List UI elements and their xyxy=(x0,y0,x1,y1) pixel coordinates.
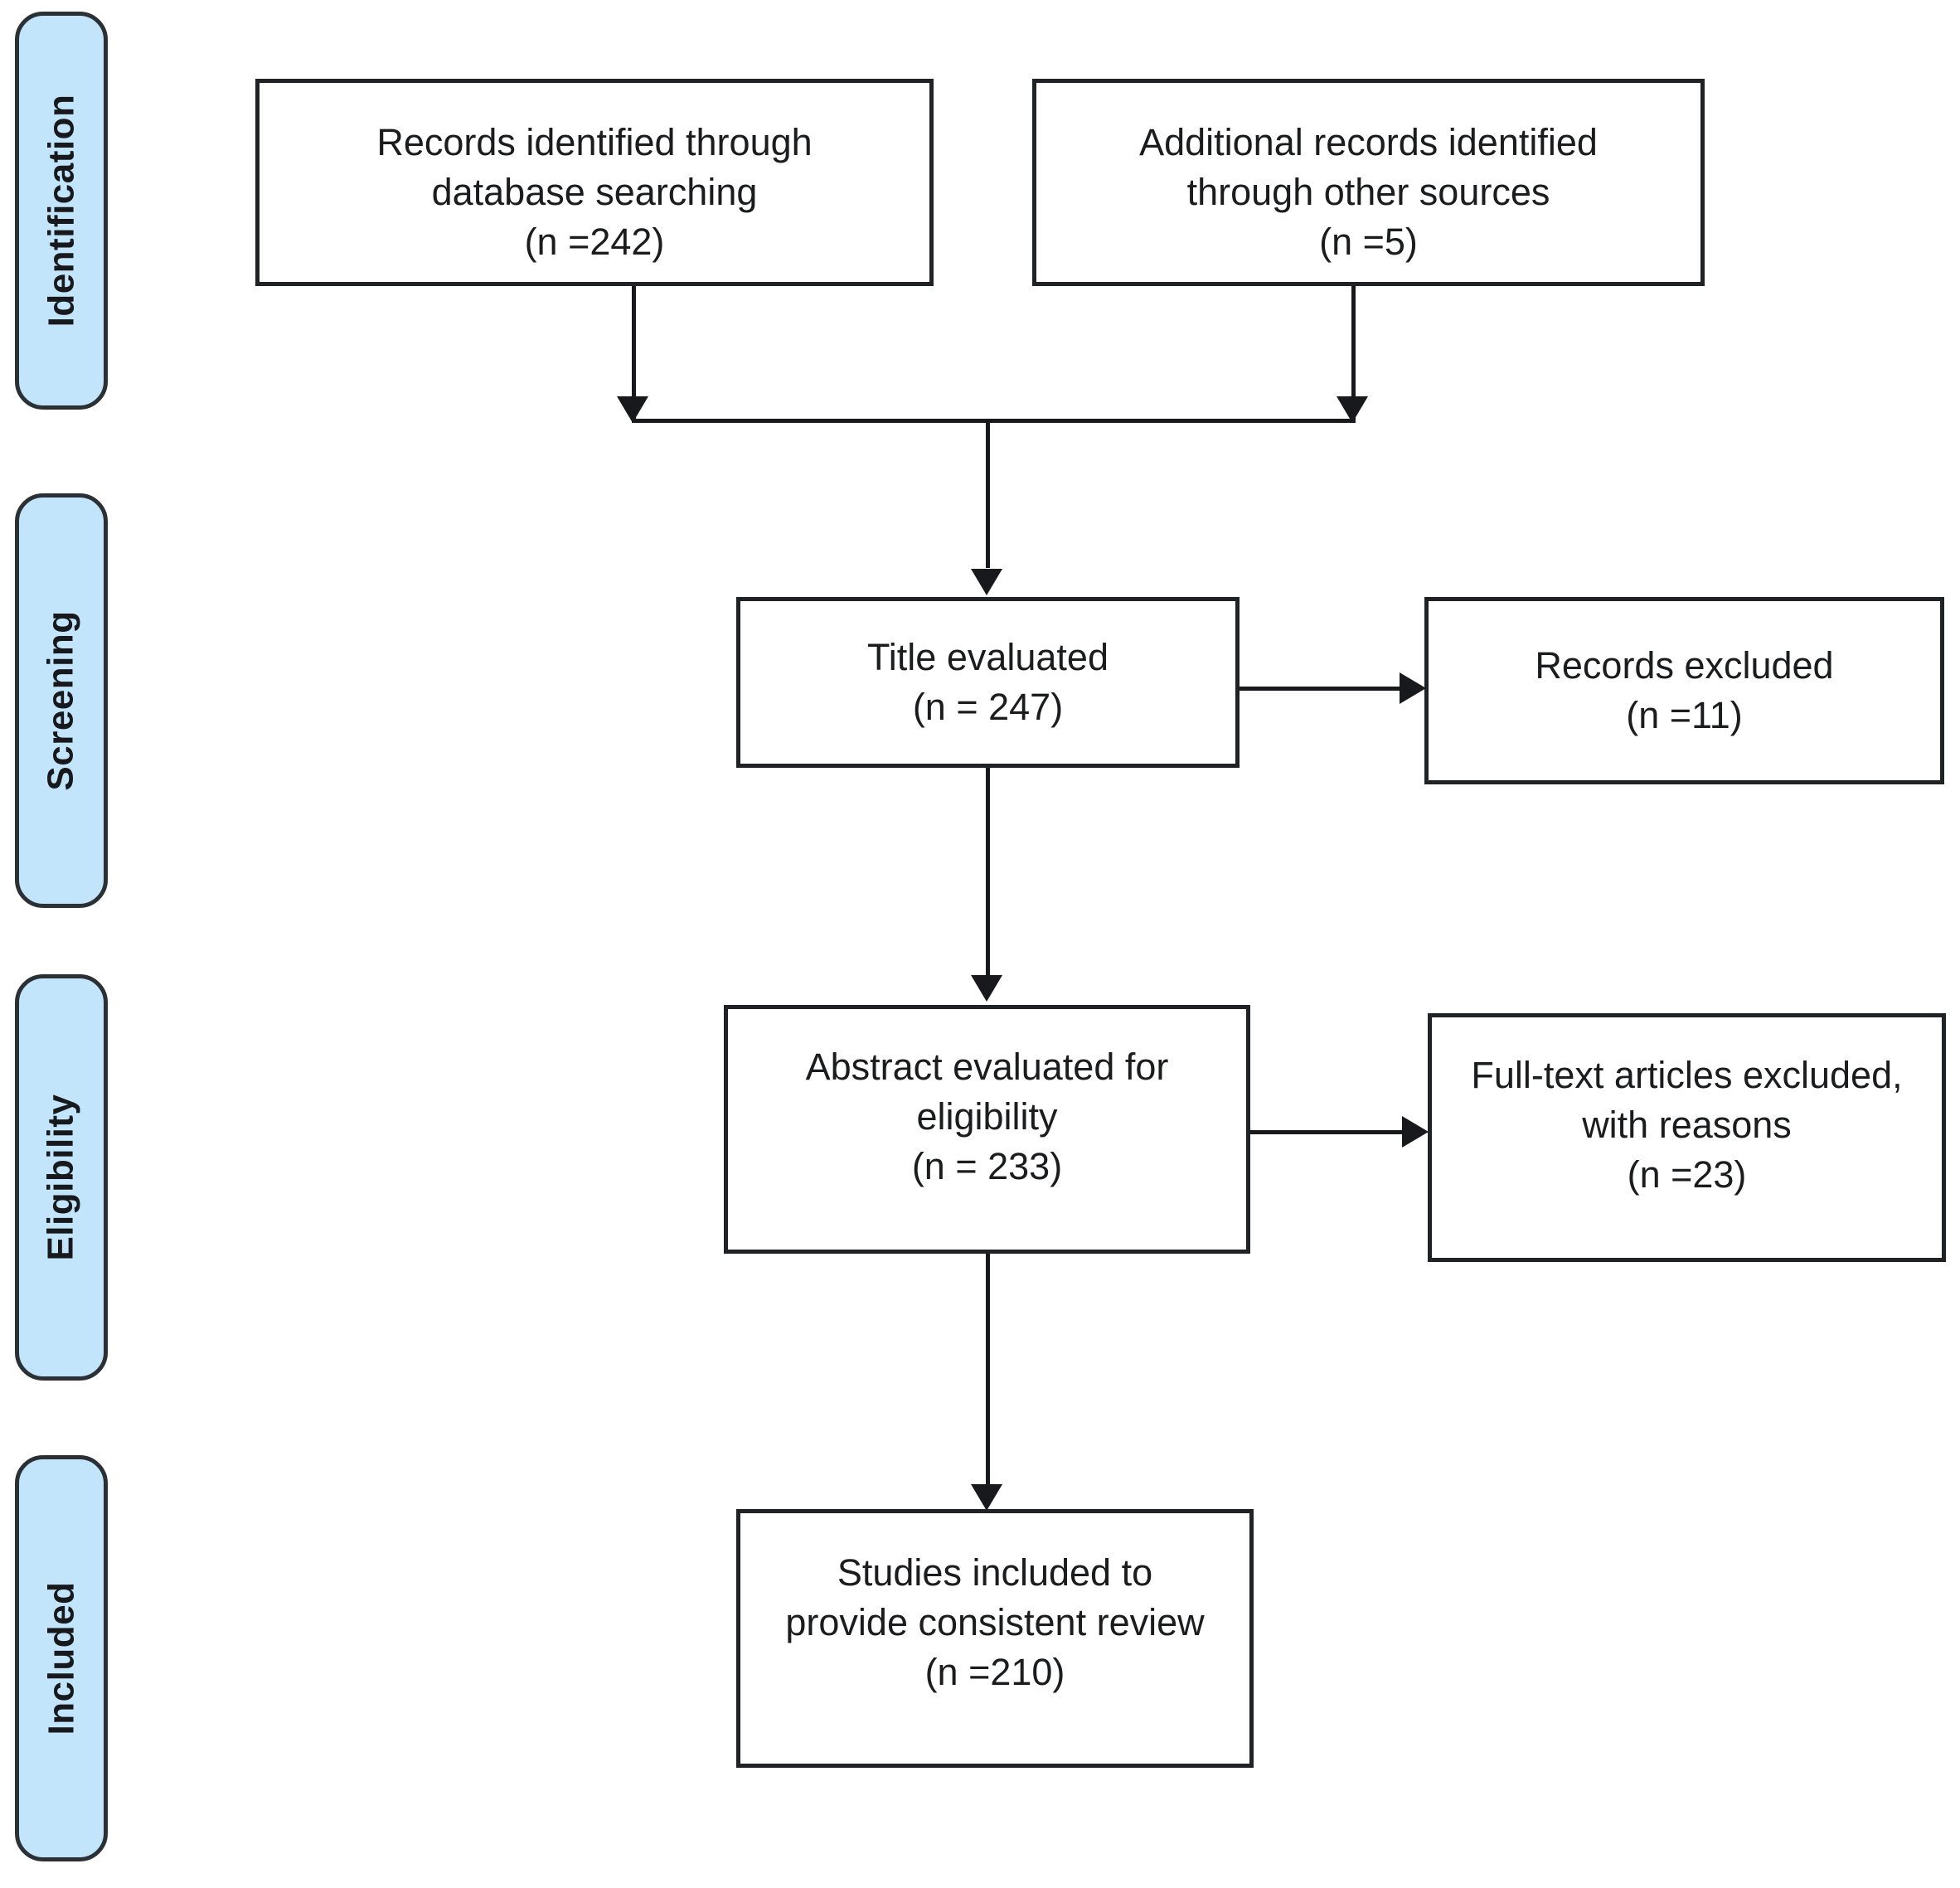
box-text-title-evaluated: Title evaluated (n = 247) xyxy=(866,636,1109,728)
connector-merge-to-title xyxy=(986,419,990,568)
box-records-identified-database: Records identified through database sear… xyxy=(255,79,934,286)
arrowhead-left-source xyxy=(617,396,648,423)
box-title-evaluated: Title evaluated (n = 247) xyxy=(736,597,1240,768)
arrowhead-records-excluded xyxy=(1400,672,1426,704)
arrowhead-full-text-excluded xyxy=(1402,1116,1429,1148)
stage-pill-screening: Screening xyxy=(15,493,108,908)
box-full-text-articles-excluded: Full-text articles excluded, with reason… xyxy=(1428,1013,1946,1262)
box-text-studies-included: Studies included to provide consistent r… xyxy=(785,1551,1205,1693)
stage-label-included: Included xyxy=(41,1581,81,1735)
box-records-excluded: Records excluded (n =11) xyxy=(1424,597,1944,784)
stage-label-identification: Identification xyxy=(41,94,81,328)
box-additional-records-other-sources: Additional records identified through ot… xyxy=(1032,79,1705,286)
connector-abstract-to-fulltext-excluded xyxy=(1250,1130,1405,1134)
connector-merge-bar xyxy=(632,419,1356,423)
arrowhead-studies-included xyxy=(971,1484,1002,1511)
arrowhead-abstract-evaluated xyxy=(971,975,1002,1002)
box-text-abstract-evaluated-eligibility: Abstract evaluated for eligibility (n = … xyxy=(805,1046,1169,1187)
box-text-records-identified-database: Records identified through database sear… xyxy=(376,121,813,263)
stage-pill-eligibility: Eligibility xyxy=(15,974,108,1381)
connector-left-source-stem xyxy=(632,286,636,419)
arrowhead-title-evaluated xyxy=(971,569,1002,595)
connector-title-to-abstract xyxy=(986,768,990,975)
stage-pill-identification: Identification xyxy=(15,12,108,410)
connector-title-to-excluded xyxy=(1240,687,1402,691)
box-abstract-evaluated-eligibility: Abstract evaluated for eligibility (n = … xyxy=(724,1005,1250,1254)
connector-abstract-to-studies xyxy=(986,1254,990,1488)
stage-label-eligibility: Eligibility xyxy=(41,1094,82,1261)
stage-label-screening: Screening xyxy=(41,610,81,791)
arrowhead-right-source xyxy=(1337,396,1368,423)
stage-pill-included: Included xyxy=(15,1455,108,1861)
box-studies-included: Studies included to provide consistent r… xyxy=(736,1509,1254,1768)
box-text-additional-records-other-sources: Additional records identified through ot… xyxy=(1139,121,1598,263)
box-text-records-excluded: Records excluded (n =11) xyxy=(1535,644,1834,736)
box-text-full-text-articles-excluded: Full-text articles excluded, with reason… xyxy=(1471,1054,1903,1196)
connector-right-source-stem xyxy=(1351,286,1356,419)
